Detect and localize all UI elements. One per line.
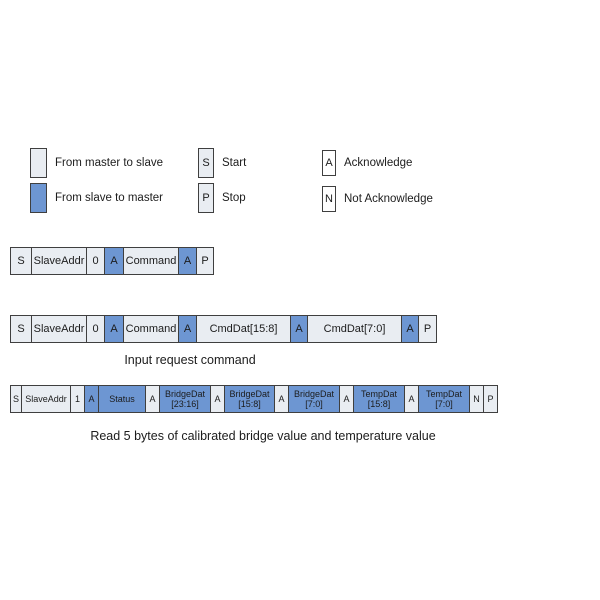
- frame-cell: A: [178, 247, 197, 275]
- frame-cell: Command: [123, 247, 179, 275]
- caption-input-request-command: Input request command: [124, 353, 256, 367]
- legend-label-master-to-slave: From master to slave: [55, 157, 163, 169]
- legend-item-stop: P Stop: [198, 183, 246, 213]
- cell-label: BridgeDat: [229, 388, 270, 399]
- legend-label-acknowledge: Acknowledge: [344, 157, 413, 169]
- cell-label: A: [214, 393, 221, 404]
- frame-cell: A: [178, 315, 197, 343]
- frame-cell: A: [290, 315, 308, 343]
- cell-label: TempDat: [425, 388, 462, 399]
- cell-label: N: [473, 393, 480, 404]
- cell-label: S: [12, 393, 19, 404]
- frame-cell: N: [469, 385, 484, 413]
- cell-label: A: [343, 393, 350, 404]
- legend-item-master-to-slave: From master to slave: [30, 148, 163, 178]
- cell-label: CmdDat[15:8]: [209, 322, 278, 335]
- cell-label: BridgeDat: [293, 388, 335, 399]
- frame-cell: A: [84, 385, 99, 413]
- cell-label: A: [110, 322, 118, 335]
- cell-label: S: [17, 322, 25, 335]
- cell-label: P: [423, 322, 432, 335]
- legend-item-acknowledge: A Acknowledge: [322, 150, 412, 176]
- cell-label: 1: [74, 393, 80, 404]
- cell-label: A: [408, 393, 415, 404]
- frame-cell: A: [339, 385, 354, 413]
- cell-label: SlaveAddr: [33, 254, 85, 267]
- cell-label: Command: [125, 322, 177, 335]
- cell-label: P: [487, 393, 494, 404]
- legend-label-not-acknowledge: Not Acknowledge: [344, 193, 433, 205]
- frame-cell: 1: [70, 385, 85, 413]
- cell-label: A: [278, 393, 285, 404]
- frame-cell: A: [274, 385, 289, 413]
- cell-sublabel: [15:8]: [238, 399, 261, 409]
- legend-label-slave-to-master: From slave to master: [55, 192, 163, 204]
- cell-label: A: [149, 393, 156, 404]
- cell-label: A: [406, 322, 414, 335]
- frame-cell: Command: [123, 315, 179, 343]
- master-to-slave-swatch: [30, 148, 47, 178]
- cell-label: SlaveAddr: [33, 322, 85, 335]
- cell-label: TempDat: [360, 388, 397, 399]
- cell-label: BridgeDat: [164, 388, 206, 399]
- cell-label: A: [295, 322, 303, 335]
- frame-cell: SlaveAddr: [31, 247, 87, 275]
- frame-cell: BridgeDat[7:0]: [288, 385, 340, 413]
- cell-sublabel: [15:8]: [367, 399, 391, 409]
- frame-cell: 0: [86, 247, 105, 275]
- frame-cell: P: [483, 385, 498, 413]
- cell-label: S: [17, 254, 25, 267]
- cell-label: A: [110, 254, 118, 267]
- frame-cell: SlaveAddr: [21, 385, 71, 413]
- frame-cell: A: [145, 385, 160, 413]
- frame-cell: 0: [86, 315, 105, 343]
- frame-cell: A: [404, 385, 419, 413]
- frame-cell: A: [104, 247, 124, 275]
- slave-to-master-swatch: [30, 183, 47, 213]
- frame-cell: S: [10, 247, 32, 275]
- frame-cell: A: [210, 385, 225, 413]
- start-symbol-box: S: [198, 148, 214, 178]
- frame-cell: P: [196, 247, 214, 275]
- legend-item-not-acknowledge: N Not Acknowledge: [322, 186, 433, 212]
- frame-cell: TempDat[7:0]: [418, 385, 470, 413]
- frame-cell: TempDat[15:8]: [353, 385, 405, 413]
- cell-label: P: [201, 254, 209, 267]
- cell-sublabel: [7:0]: [435, 399, 453, 409]
- legend-item-start: S Start: [198, 148, 246, 178]
- cell-label: CmdDat[7:0]: [323, 322, 386, 335]
- frame-cell: CmdDat[15:8]: [196, 315, 291, 343]
- frame-cell: A: [104, 315, 124, 343]
- cell-sublabel: [7:0]: [305, 399, 323, 409]
- frame-cell: CmdDat[7:0]: [307, 315, 402, 343]
- cell-label: A: [88, 393, 95, 404]
- legend-item-slave-to-master: From slave to master: [30, 183, 163, 213]
- cell-sublabel: [23:16]: [171, 399, 199, 409]
- frame-cell: BridgeDat[15:8]: [224, 385, 275, 413]
- not-acknowledge-symbol-box: N: [322, 186, 336, 212]
- caption-read-5-bytes: Read 5 bytes of calibrated bridge value …: [90, 429, 436, 443]
- stop-symbol-box: P: [198, 183, 214, 213]
- frame-cell: A: [401, 315, 419, 343]
- frame-cell: S: [10, 315, 32, 343]
- frame-cell: SlaveAddr: [31, 315, 87, 343]
- frame-cell: Status: [98, 385, 146, 413]
- legend-label-start: Start: [222, 157, 247, 169]
- cell-label: A: [183, 322, 192, 335]
- legend-label-stop: Stop: [222, 192, 246, 204]
- cell-label: SlaveAddr: [25, 393, 67, 404]
- cell-label: 0: [92, 254, 99, 267]
- cell-label: A: [183, 254, 192, 267]
- cell-label: 0: [92, 322, 99, 335]
- cell-label: Status: [109, 393, 135, 404]
- frame-cell: P: [418, 315, 437, 343]
- cell-label: Command: [125, 254, 177, 267]
- frame-cell: BridgeDat[23:16]: [159, 385, 211, 413]
- acknowledge-symbol-box: A: [322, 150, 336, 176]
